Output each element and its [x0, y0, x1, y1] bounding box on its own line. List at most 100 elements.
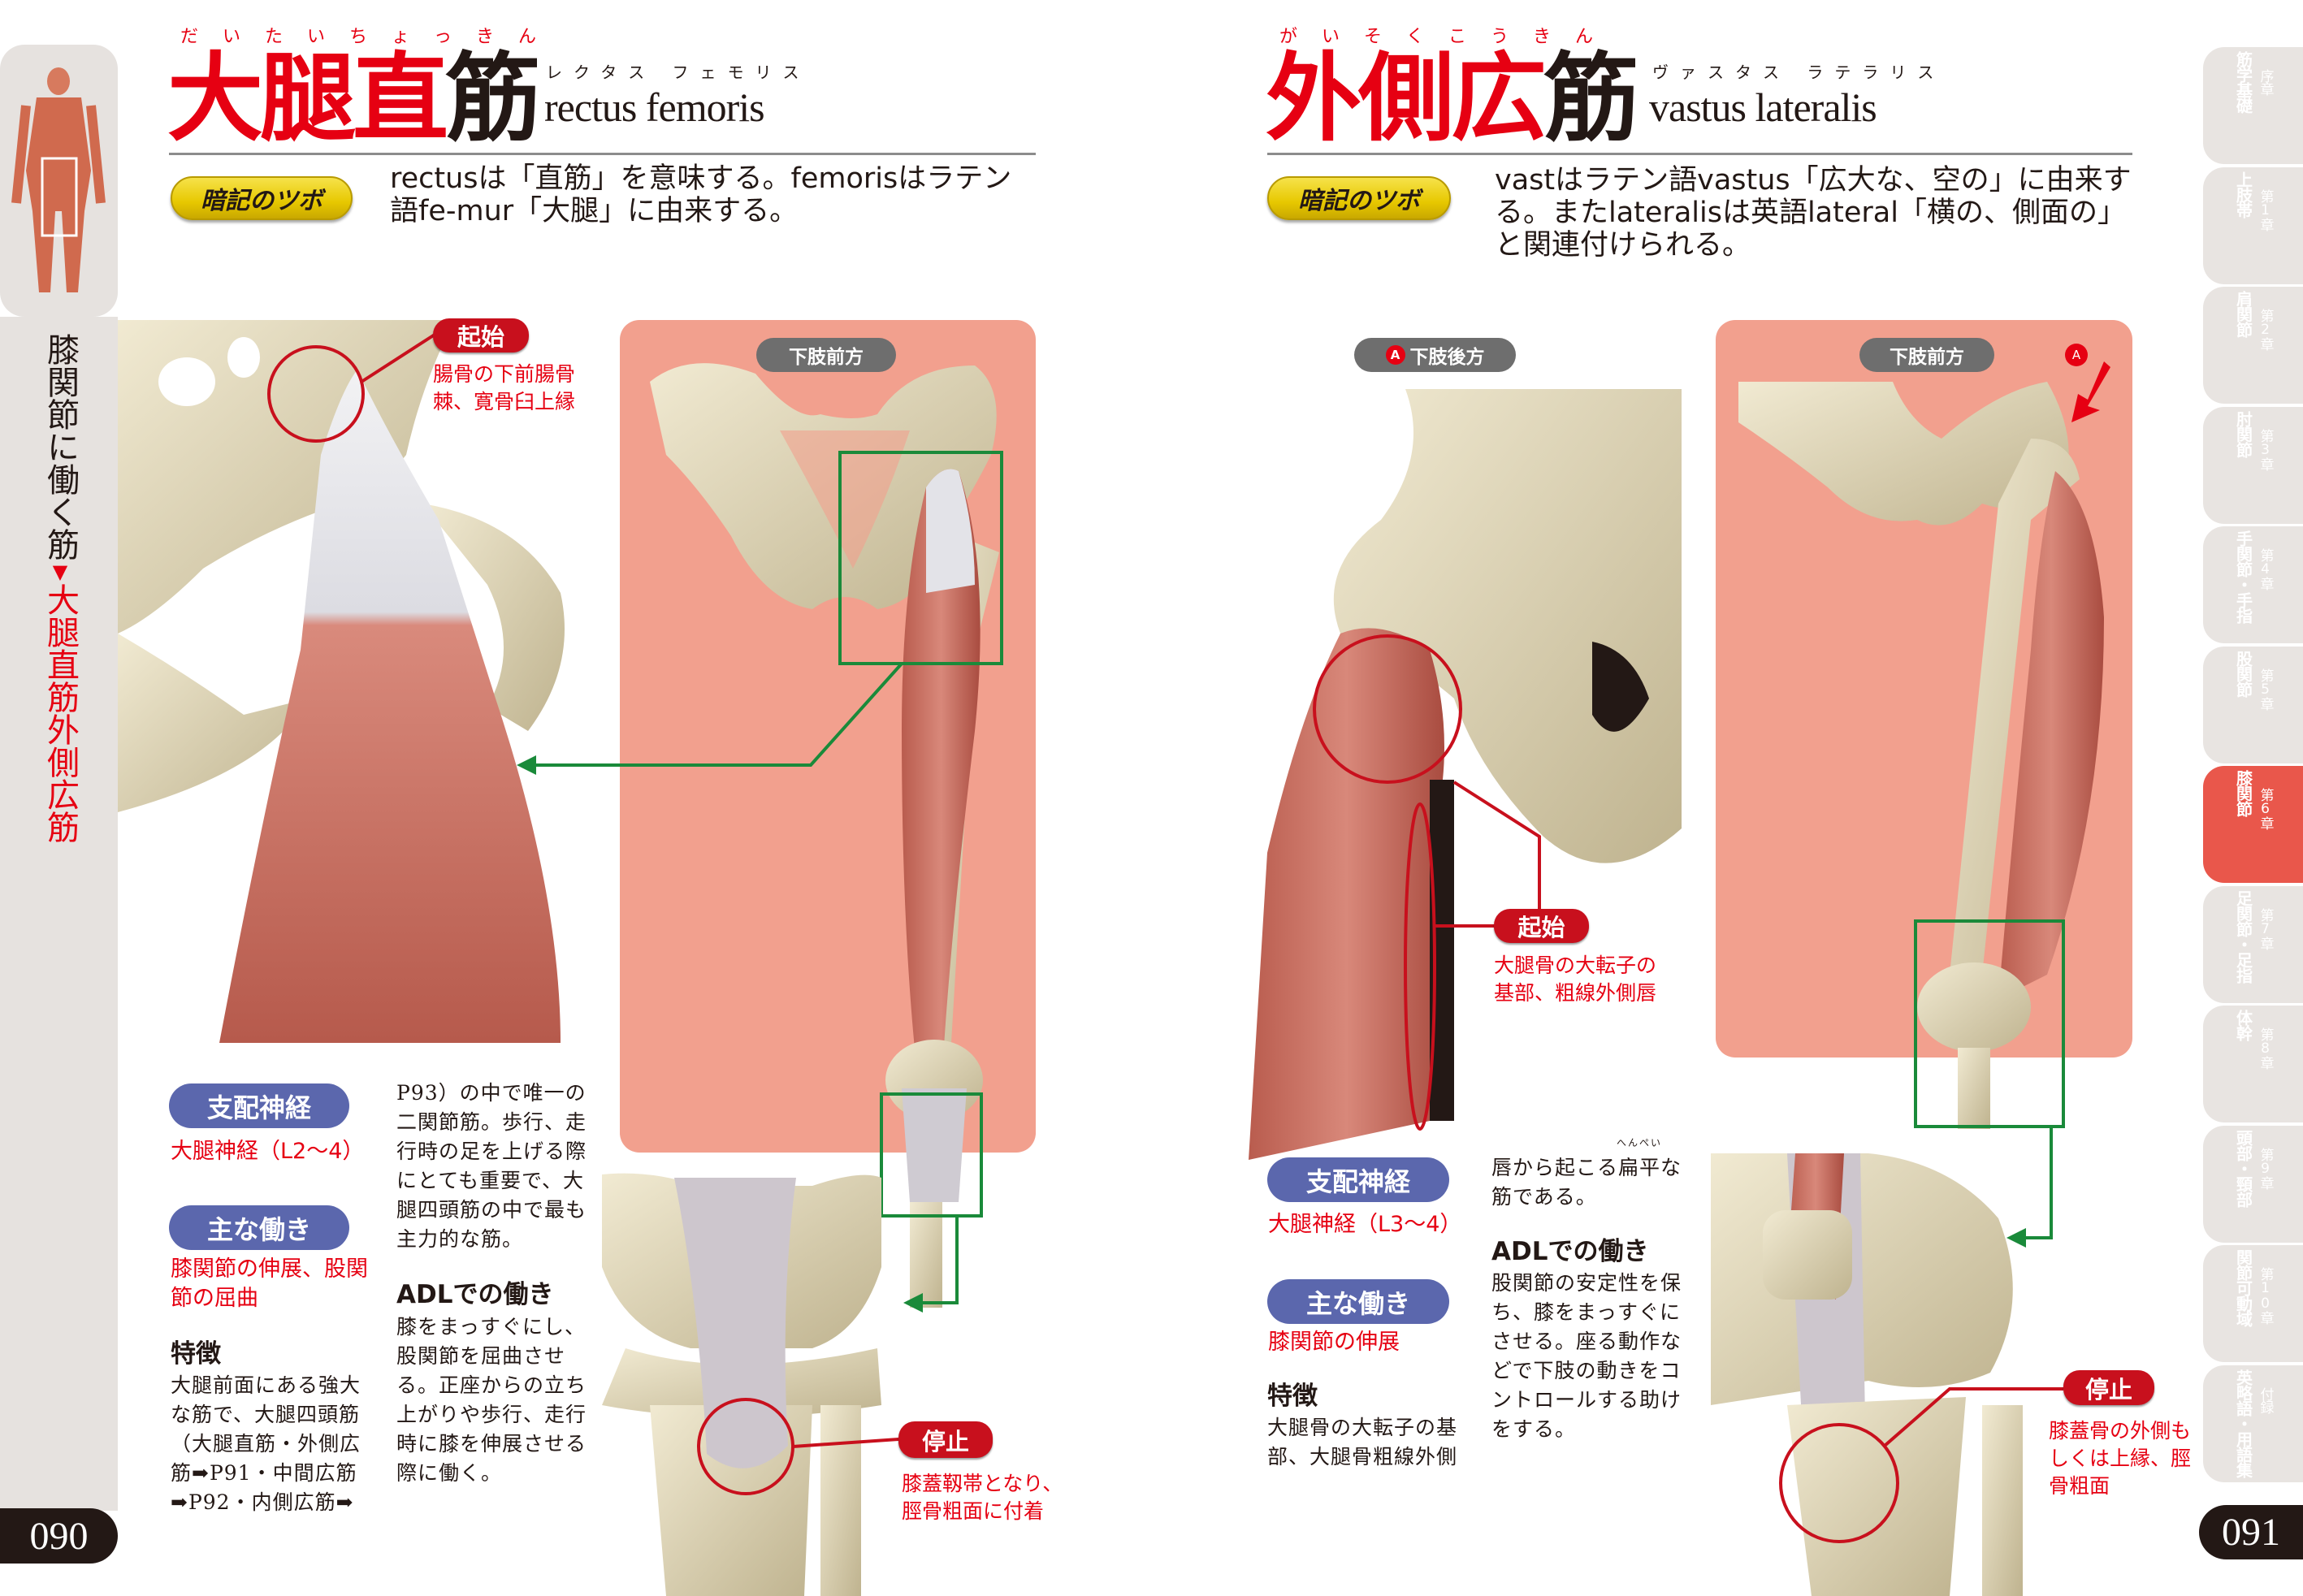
- chapter-tab-number: 第9章: [2257, 1147, 2274, 1189]
- text-line: 主力的な筋。: [396, 1227, 524, 1251]
- features-heading-right: 特徴: [1267, 1382, 1318, 1411]
- origin-label-right: 起始: [1494, 909, 1589, 943]
- chapter-tab[interactable]: 膝関節第6章: [2203, 766, 2303, 883]
- chapter-tab[interactable]: 英略語・用語集付録: [2203, 1365, 2303, 1482]
- page-number-right: 091: [2199, 1505, 2303, 1559]
- title-ruby-right: がいそくこうきん: [1279, 27, 1618, 47]
- side-index: 膝関節に働く筋▼大腿直筋外側広筋: [41, 333, 79, 843]
- chapter-tab[interactable]: 頭部・頸部第9章: [2203, 1125, 2303, 1243]
- action-value-right: 膝関節の伸展: [1268, 1330, 1400, 1355]
- text-line: 行時の足を上げる際: [396, 1140, 587, 1163]
- title-latin-right: vastus lateralis: [1649, 84, 1877, 130]
- rectus-femoris-insertion-closeup: [602, 1173, 881, 1596]
- text-line: 際に働く。: [396, 1461, 503, 1485]
- text-line: させる。座る動作な: [1491, 1330, 1682, 1353]
- title-red: 大腿直: [167, 41, 448, 154]
- text-line: 膝をまっすぐにし、: [396, 1315, 587, 1339]
- adl-heading-right: ADLでの働き: [1491, 1237, 1649, 1266]
- features-heading: 特徴: [171, 1339, 221, 1369]
- text-line: （大腿直筋・外側広: [171, 1432, 361, 1455]
- memory-tip-text: rectusは「直筋」を意味する。femorisはラテン語fe-mur「大腿」に…: [390, 162, 1012, 227]
- text-line: 上がりや歩行、走行: [396, 1403, 587, 1426]
- chapter-tab-number: 第4章: [2257, 548, 2274, 590]
- text-line: 大腿前面にある強大: [171, 1373, 361, 1397]
- action-value: 膝関節の伸展、股関節の屈曲: [171, 1256, 368, 1311]
- chapter-tab[interactable]: 手関節・手指第4章: [2203, 526, 2303, 643]
- text-line: P93）の中で唯一の: [396, 1081, 587, 1105]
- page-title-right: 外側広筋: [1266, 50, 1639, 146]
- text-line: 股関節を屈曲させ: [396, 1344, 566, 1368]
- chapter-tab-number: 第3章: [2257, 428, 2274, 470]
- text-line: 部、大腿骨粗線外側: [1267, 1445, 1458, 1468]
- text-line: 筋である。: [1491, 1185, 1597, 1209]
- features-text: 大腿前面にある強大な筋で、大腿四頭筋（大腿直筋・外側広筋➡P91・中間広筋➡P9…: [171, 1371, 374, 1517]
- title-black: 筋: [1543, 41, 1639, 154]
- chapter-tab-name: 関節可動域: [2233, 1249, 2253, 1326]
- vastus-lateralis-posterior-view: [1249, 389, 1682, 1160]
- text-line: 二関節筋。歩行、走: [396, 1110, 587, 1134]
- side-index-strip: [0, 317, 118, 1511]
- text-line: 大腿骨の大転子の基: [1267, 1416, 1458, 1439]
- origin-label: 起始: [433, 318, 529, 353]
- rectus-femoris-origin-closeup: [118, 320, 565, 1043]
- marker-a-icon: A: [2065, 344, 2088, 366]
- text-line: な筋で、大腿四頭筋: [171, 1403, 361, 1426]
- page-title: 大腿直筋: [167, 50, 541, 146]
- text-line: ントロールする助け: [1491, 1388, 1682, 1412]
- title-black: 筋: [445, 41, 541, 154]
- chapter-tab[interactable]: 体幹第8章: [2203, 1006, 2303, 1122]
- chapter-tab-name: 筋学基礎: [2233, 51, 2253, 113]
- chapter-tab-number: 第2章: [2257, 309, 2274, 350]
- nerve-heading: 支配神経: [169, 1083, 349, 1128]
- nerve-heading-right: 支配神経: [1267, 1157, 1449, 1202]
- text-line: をする。: [1491, 1417, 1577, 1441]
- chapter-tab-number: 第1章: [2257, 188, 2274, 231]
- ruby-henpei: へんぺい: [1617, 1137, 1663, 1148]
- side-index-section: 膝関節に働く筋: [41, 333, 79, 560]
- insertion-text-right: 膝蓋骨の外側もしくは上縁、脛骨粗面: [2049, 1419, 2192, 1498]
- title-katakana-right: ヴァスタス ラテラリス: [1652, 63, 1946, 82]
- chapter-tab[interactable]: 肩関節第2章: [2203, 287, 2303, 404]
- side-index-muscle-2: 外側広筋: [41, 713, 79, 843]
- chapter-tab-name: 肩関節: [2233, 291, 2253, 337]
- title-divider-right: [1267, 153, 2132, 155]
- text-line: 股関節の安定性を保: [1491, 1271, 1682, 1295]
- chapter-tab-name: 上肢帯: [2233, 171, 2253, 218]
- text-line: にとても重要で、大: [396, 1169, 585, 1192]
- title-katakana: レクタス フェモリス: [546, 63, 811, 82]
- chapter-tab-name: 英略語・用語集: [2233, 1369, 2253, 1477]
- chapter-tab-number: 付録: [2257, 1386, 2274, 1413]
- down-arrow-icon: ▼: [49, 560, 71, 583]
- action-heading: 主な働き: [169, 1205, 349, 1250]
- features-text-cont-right: 唇から起こる扁平な筋である。: [1491, 1153, 1686, 1212]
- text-line: 唇から起こる扁平な: [1491, 1156, 1682, 1179]
- chapter-tab[interactable]: 肘関節第3章: [2203, 406, 2303, 524]
- chapter-tab[interactable]: 関節可動域第10章: [2203, 1245, 2303, 1362]
- guide-boxes-right: [1914, 919, 2065, 1239]
- guide-boxes-left: [528, 451, 1003, 1304]
- title-divider: [169, 153, 1036, 155]
- chapter-tab[interactable]: 足関節・足指第7章: [2203, 885, 2303, 1003]
- insertion-text: 膝蓋靱帯となり、脛骨粗面に付着: [902, 1472, 1063, 1523]
- view-label: 下肢前方: [756, 338, 896, 372]
- chapter-tab-name: 肘関節: [2233, 410, 2253, 457]
- vastus-lateralis-insertion-closeup: [1711, 1153, 2023, 1596]
- chapter-tab-name: 足関節・足指: [2233, 889, 2253, 983]
- chapter-tab-name: 股関節: [2233, 650, 2253, 697]
- memory-tip-badge-right: 暗記のツボ: [1267, 176, 1451, 220]
- chapter-tab[interactable]: 筋学基礎序章: [2203, 47, 2303, 164]
- text-line: 筋➡P91・中間広筋: [171, 1461, 357, 1485]
- view-label-front: 下肢前方: [1859, 338, 1994, 372]
- chapter-tab-number: 序章: [2257, 69, 2274, 95]
- chapter-tab[interactable]: 股関節第5章: [2203, 646, 2303, 763]
- chapter-tab[interactable]: 上肢帯第1章: [2203, 167, 2303, 284]
- chapter-tab-number: 第7章: [2257, 907, 2274, 949]
- body-thumbnail: [0, 45, 118, 317]
- action-heading-right: 主な働き: [1267, 1279, 1449, 1324]
- adl-text: 膝をまっすぐにし、股関節を屈曲させる。正座からの立ち上がりや歩行、走行時に膝を伸…: [396, 1313, 591, 1488]
- memory-tip-text-right: vastはラテン語vastus「広大な、空の」に由来する。またlateralis…: [1495, 164, 2132, 262]
- chapter-tab-number: 第6章: [2257, 788, 2274, 829]
- insertion-label: 停止: [898, 1421, 993, 1458]
- title-ruby: だいたいちょっきん: [180, 27, 561, 47]
